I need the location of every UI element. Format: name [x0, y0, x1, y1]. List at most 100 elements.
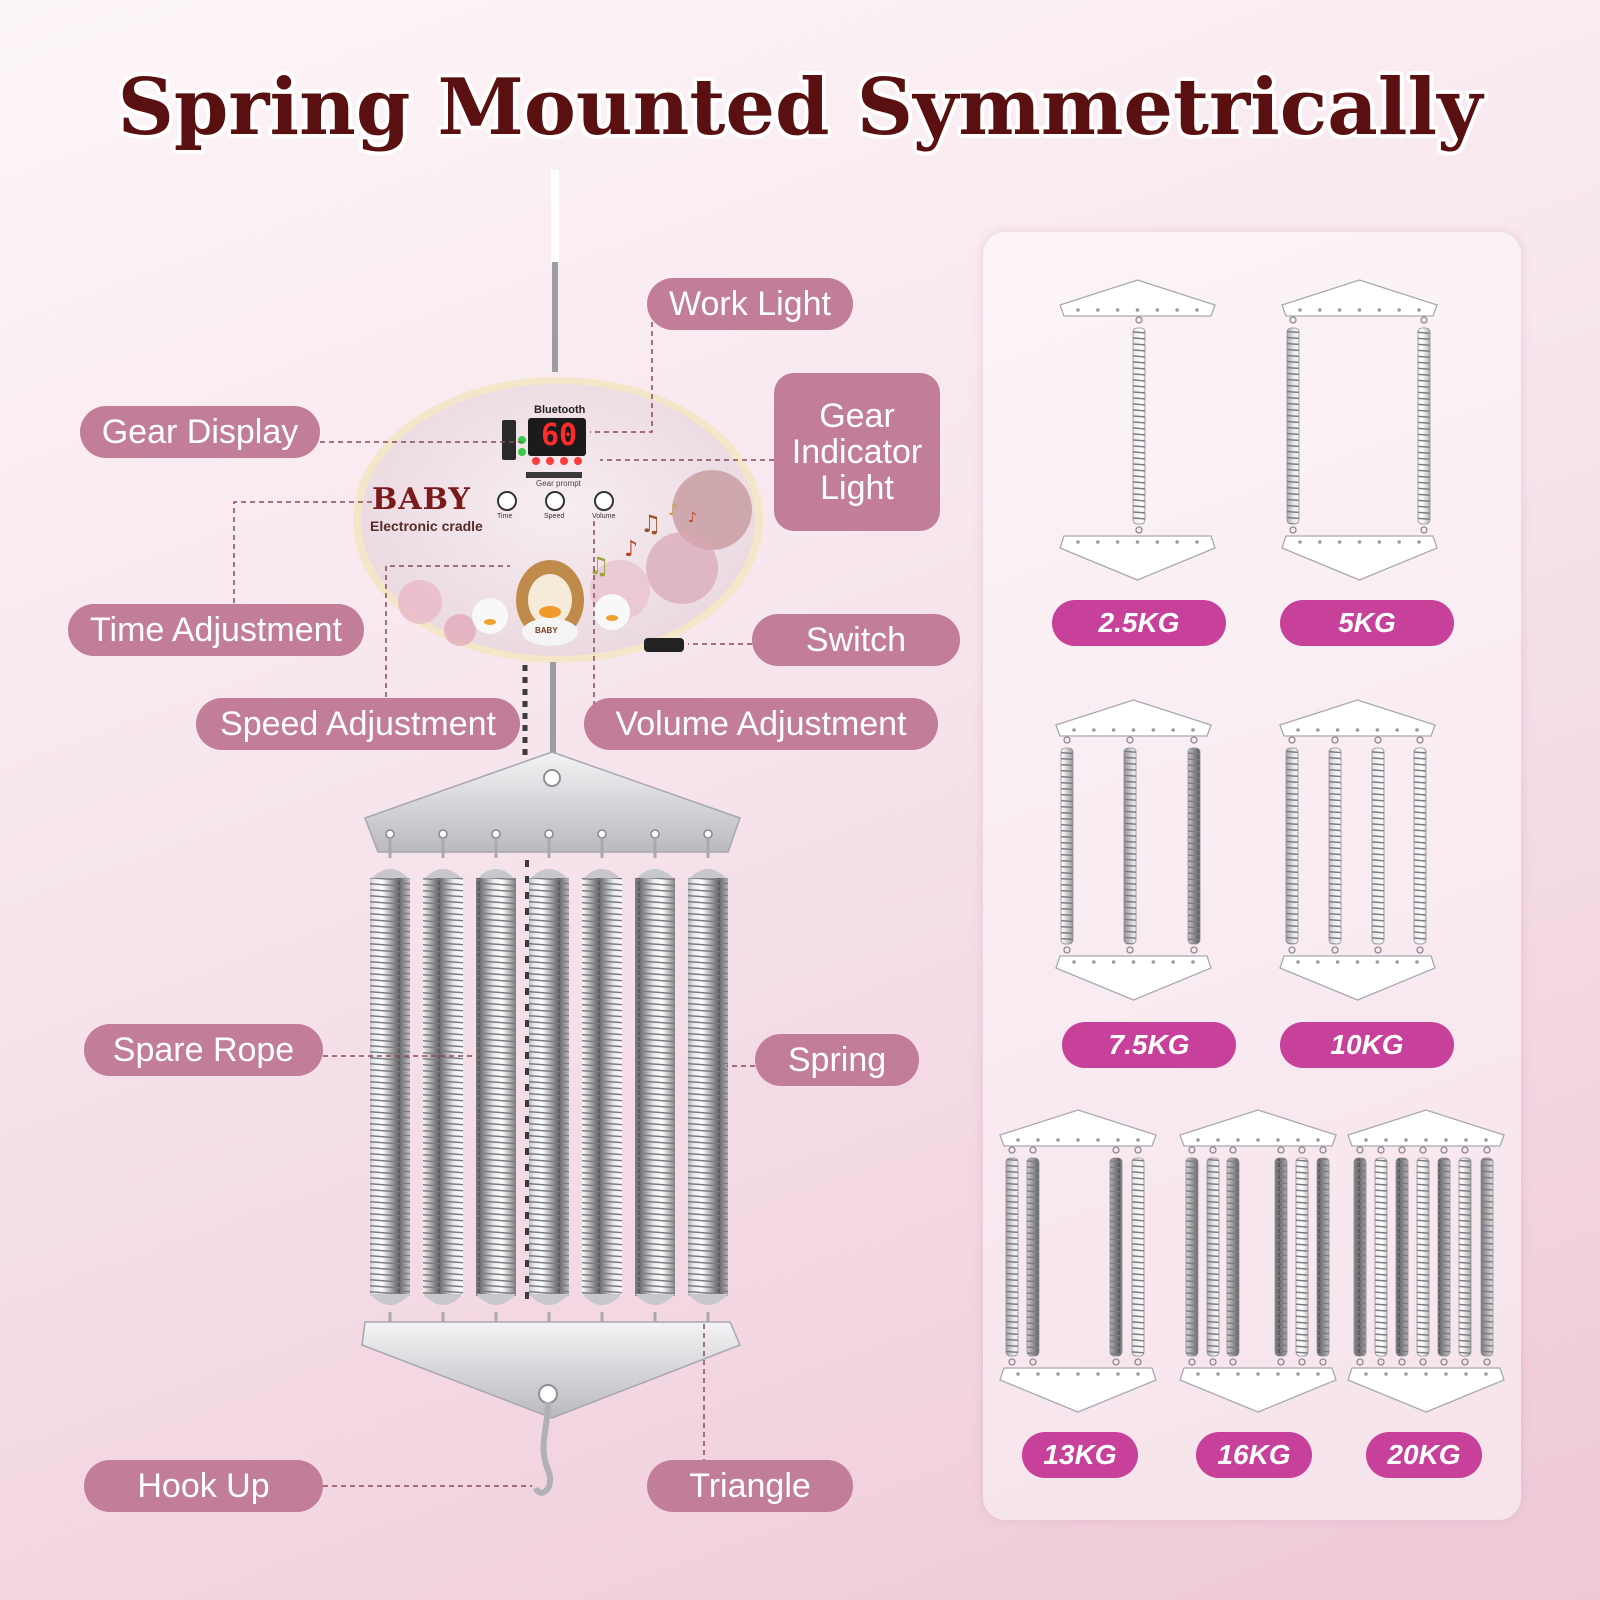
cradle-controller: ♫ ♪ ♪ ♪ ♫	[353, 377, 763, 663]
hook-up-label: Hook Up	[84, 1460, 323, 1512]
mini-spring	[1286, 316, 1300, 534]
volume-adjustment-label: Volume Adjustment	[584, 698, 938, 750]
mini-spring	[1187, 736, 1201, 954]
top-plate	[364, 751, 741, 853]
weight-pill-7-5kg: 7.5KG	[1062, 1022, 1236, 1068]
mini-spring	[1226, 1146, 1240, 1366]
switch-label: Switch	[752, 614, 960, 666]
page-title: Spring Mounted Symmetrically	[117, 62, 1483, 153]
mini-spring	[1316, 1146, 1330, 1366]
mini-spring	[1480, 1146, 1494, 1366]
mini-bottom-plate	[1281, 535, 1438, 581]
weight-config-4	[999, 1109, 1157, 1413]
time-knob	[497, 491, 517, 511]
mini-spring	[1131, 1146, 1145, 1366]
mini-bottom-plate	[1179, 1367, 1337, 1413]
mini-top-plate	[1347, 1109, 1505, 1147]
weight-pill-13kg: 13KG	[1022, 1432, 1138, 1478]
gear-indicator-light	[532, 457, 540, 465]
mini-spring	[1371, 736, 1385, 954]
gear-display-label: Gear Display	[80, 406, 320, 458]
mini-bottom-plate	[1347, 1367, 1505, 1413]
gear-indicator-light-label: Gear Indicator Light	[774, 373, 940, 531]
mini-spring	[1417, 316, 1431, 534]
volume-knob	[594, 491, 614, 511]
main-spring	[582, 829, 622, 1340]
weight-pill-20kg: 20KG	[1366, 1432, 1482, 1478]
gear-display	[528, 418, 586, 456]
weight-pill-5kg: 5KG	[1280, 600, 1454, 646]
mini-bottom-plate	[999, 1367, 1157, 1413]
bottom-hook	[533, 1401, 554, 1496]
time-adjustment-label: Time Adjustment	[68, 604, 364, 656]
mini-spring	[1328, 736, 1342, 954]
display-value: 60	[541, 418, 578, 453]
mini-top-plate	[1059, 279, 1216, 317]
main-spring	[476, 829, 516, 1340]
weight-pill-2-5kg: 2.5KG	[1052, 600, 1226, 646]
knob-label-speed: Speed	[544, 513, 565, 520]
triangle-label: Triangle	[647, 1460, 853, 1512]
top-rope	[551, 170, 559, 265]
svg-text:♪: ♪	[624, 537, 638, 562]
controller-subtitle: Electronic cradle	[370, 518, 483, 534]
mini-top-plate	[1279, 699, 1436, 737]
mini-spring	[1395, 1146, 1409, 1366]
callout-leaders	[233, 322, 774, 1487]
mini-spring	[1060, 736, 1074, 954]
weight-config-1	[1281, 279, 1438, 581]
knob-label-volume: Volume	[592, 513, 616, 520]
mini-spring	[1123, 736, 1137, 954]
spring-label: Spring	[755, 1034, 919, 1086]
svg-text:♫: ♫	[640, 510, 662, 538]
speed-knob	[545, 491, 565, 511]
mini-spring	[1026, 1146, 1040, 1366]
work-light-label: Work Light	[647, 278, 853, 330]
mascot-ducks	[472, 560, 630, 646]
bottom-plate	[361, 1321, 741, 1419]
controller-brand: BABY	[372, 482, 471, 517]
mini-spring	[1109, 1146, 1123, 1366]
gear-caption: Gear prompt	[536, 479, 581, 488]
mini-bottom-plate	[1059, 535, 1216, 581]
weight-config-5	[1179, 1109, 1337, 1413]
main-spring	[423, 829, 463, 1340]
mini-spring	[1005, 1146, 1019, 1366]
weight-config-3	[1279, 699, 1436, 1001]
weight-pill-10kg: 10KG	[1280, 1022, 1454, 1068]
mini-spring	[1458, 1146, 1472, 1366]
main-spring	[370, 829, 410, 1340]
mini-spring	[1437, 1146, 1451, 1366]
mini-spring	[1285, 736, 1299, 954]
weight-config-0	[1059, 279, 1216, 581]
mini-spring	[1132, 316, 1146, 534]
mini-spring	[1274, 1146, 1288, 1366]
weight-config-6	[1347, 1109, 1505, 1413]
mini-top-plate	[1179, 1109, 1337, 1147]
svg-text:♪: ♪	[688, 510, 697, 526]
speed-adjustment-label: Speed Adjustment	[196, 698, 520, 750]
mini-spring	[1295, 1146, 1309, 1366]
spare-rope-label: Spare Rope	[84, 1024, 323, 1076]
mini-top-plate	[999, 1109, 1157, 1147]
bluetooth-label: Bluetooth	[534, 404, 586, 416]
mini-spring	[1416, 1146, 1430, 1366]
mascot-label: BABY	[535, 626, 558, 635]
switch	[644, 638, 684, 652]
weight-config-2	[1055, 699, 1212, 1001]
main-spring	[688, 829, 728, 1340]
mini-spring	[1374, 1146, 1388, 1366]
knob-label-time: Time	[497, 513, 513, 520]
mini-spring	[1185, 1146, 1199, 1366]
mini-top-plate	[1281, 279, 1438, 317]
main-spring	[529, 829, 569, 1340]
svg-text:♪: ♪	[668, 500, 678, 519]
weight-pill-16kg: 16KG	[1196, 1432, 1312, 1478]
mini-bottom-plate	[1279, 955, 1436, 1001]
mini-bottom-plate	[1055, 955, 1212, 1001]
mini-spring	[1206, 1146, 1220, 1366]
main-spring	[635, 829, 675, 1340]
